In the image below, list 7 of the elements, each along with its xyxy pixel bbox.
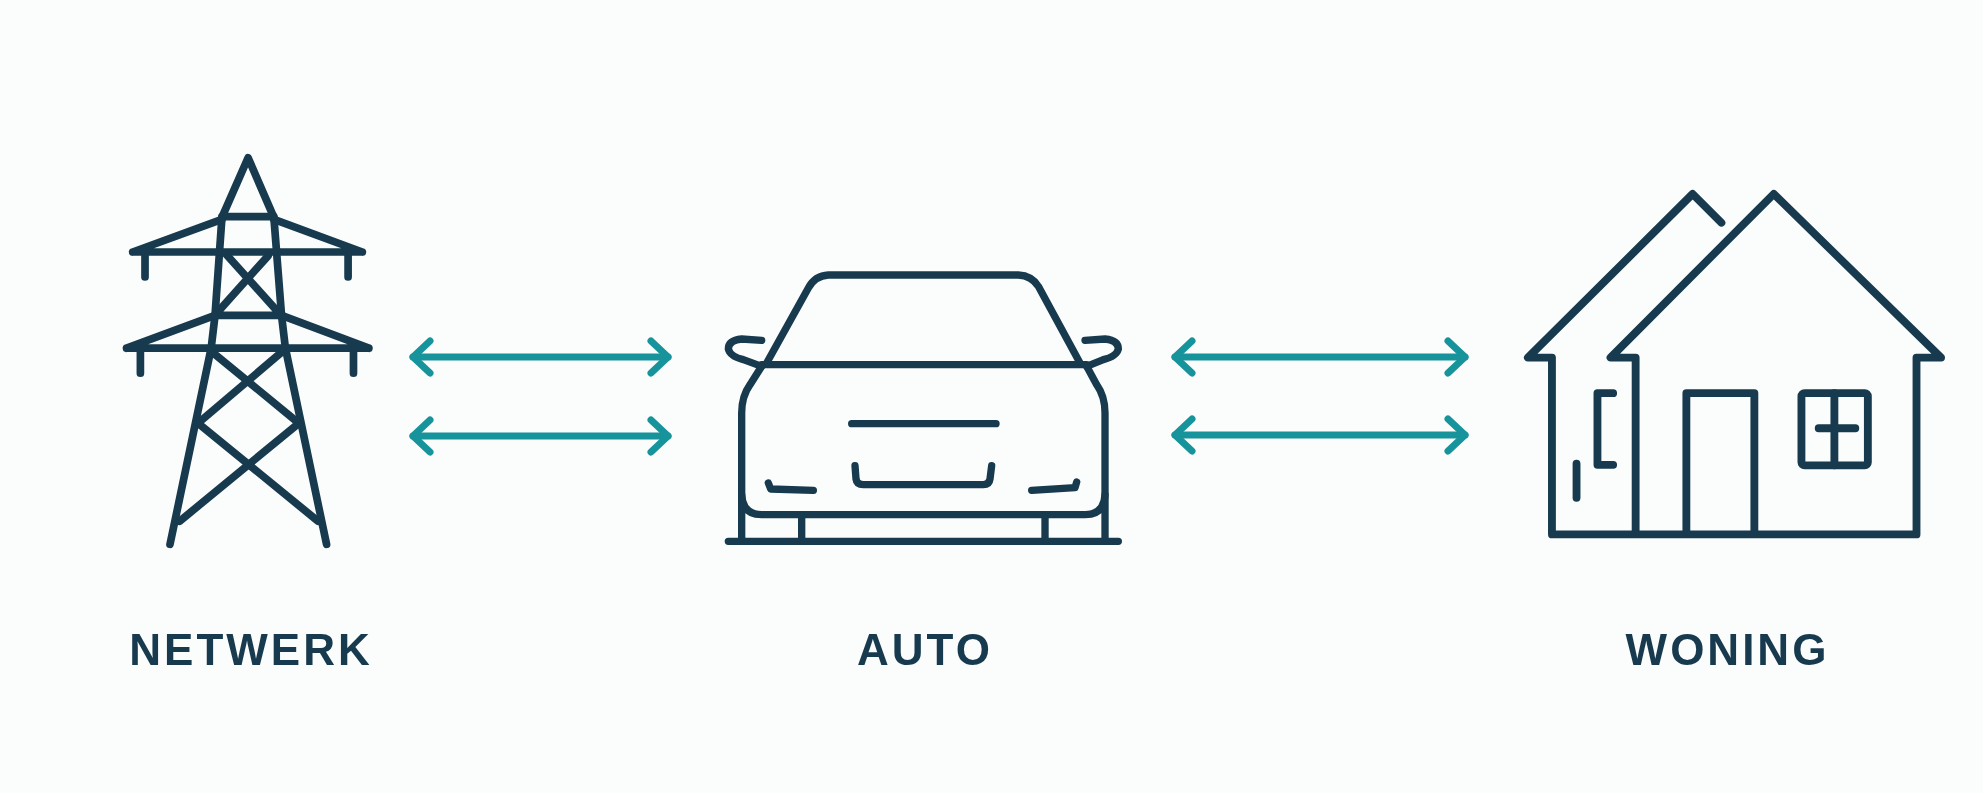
double-arrow [1171,337,1469,377]
node-label: NETWERK [129,624,373,676]
double-arrow [1171,415,1469,455]
node-label: WONING [1625,624,1830,676]
node-label: AUTO [857,624,993,676]
double-arrow [409,337,672,377]
double-arrow [409,416,672,456]
